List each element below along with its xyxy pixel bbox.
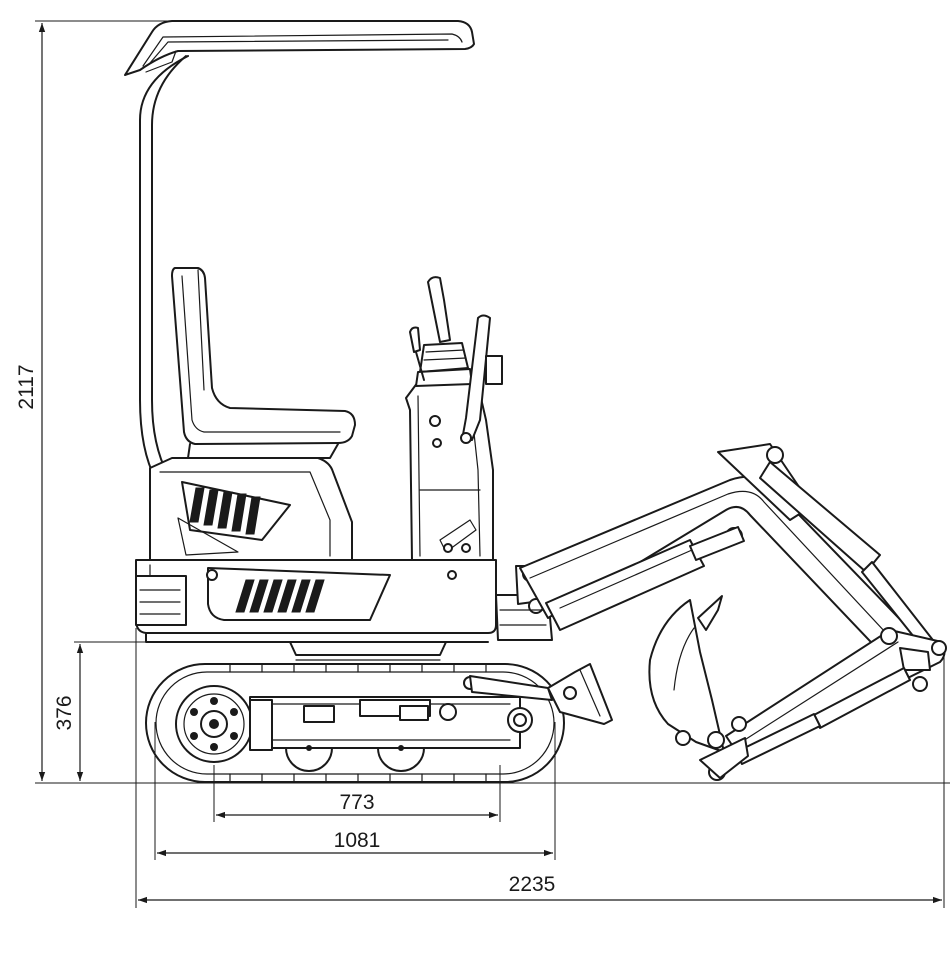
crawler-track [145,663,565,783]
dimension-ground-clearance: 376 [53,641,290,781]
wheelbase-label: 773 [339,791,374,814]
ground-clearance-label: 376 [53,695,76,730]
joystick [409,276,473,387]
track-shoe-ticks [229,663,487,783]
arm-cylinder [759,461,937,653]
travel-lever [460,314,503,444]
operator-seat [171,267,356,459]
dimension-track-length: 1081 [154,722,556,860]
upper-deck [135,559,497,661]
dimension-overall-height: 2117 [15,20,185,781]
boom-cylinder [545,526,745,631]
bucket [648,595,749,781]
overall-length-label: 2235 [509,873,556,896]
hood-vents [189,487,261,535]
dozer-blade [547,663,613,725]
dimension-overall-length: 2235 [135,628,945,908]
canopy [124,20,475,76]
drive-sprocket [175,685,273,763]
deck-vents [235,579,325,613]
engine-hood [149,457,353,561]
overall-height-label: 2117 [15,364,38,409]
dimension-wheelbase: 773 [213,765,501,822]
track-length-label: 1081 [334,829,381,852]
